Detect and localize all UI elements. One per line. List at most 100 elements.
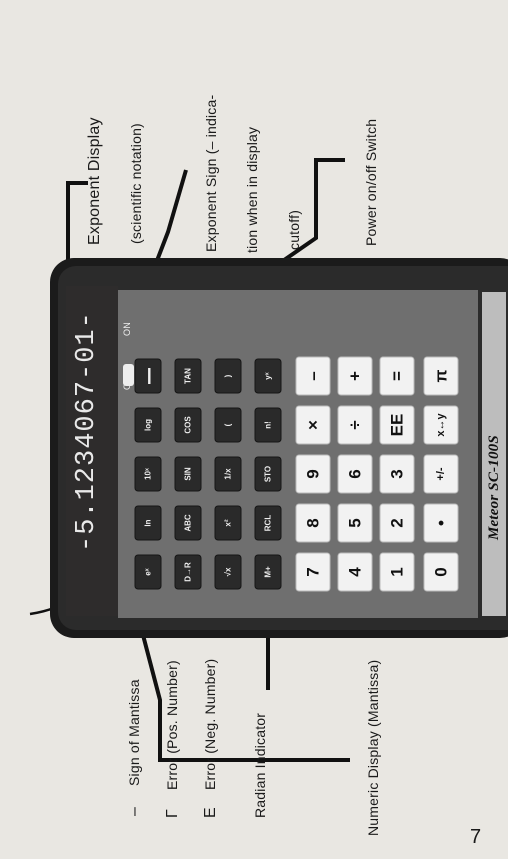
key-label: 3	[388, 469, 407, 478]
switch-on-label: ON	[122, 322, 132, 336]
key-r5-1[interactable]: 8	[295, 503, 331, 543]
key-r3-4[interactable]: )	[214, 358, 242, 394]
key-r7-3[interactable]: EE	[379, 405, 415, 445]
key-r7-0[interactable]: 1	[379, 552, 415, 592]
key-r4-2[interactable]: STO	[254, 456, 282, 492]
key-label: ×	[304, 420, 323, 430]
key-label: ÷	[346, 420, 365, 429]
key-r4-4[interactable]: yˣ	[254, 358, 282, 394]
key-r6-2[interactable]: 6	[337, 454, 373, 494]
key-r2-0[interactable]: D→R	[174, 554, 202, 590]
key-r7-4[interactable]: =	[379, 356, 415, 396]
key-label: 10ˣ	[144, 468, 153, 480]
key-r2-3[interactable]: COS	[174, 407, 202, 443]
key-label: x²	[224, 519, 233, 526]
key-r4-1[interactable]: RCL	[254, 505, 282, 541]
key-r1-4[interactable]: ▬▬	[134, 358, 162, 394]
key-label: COS	[184, 416, 193, 434]
key-r6-0[interactable]: 4	[337, 552, 373, 592]
key-label: log	[144, 419, 153, 431]
symbol-error-neg: E	[202, 807, 219, 818]
key-label: +/-	[435, 467, 447, 480]
key-label: 9	[304, 469, 323, 478]
key-label: x↔y	[435, 413, 447, 437]
key-label: –	[304, 371, 323, 380]
key-label: 5	[346, 518, 365, 527]
key-label: √x	[224, 567, 233, 576]
key-r1-0[interactable]: eˣ	[134, 554, 162, 590]
key-label: 7	[304, 567, 323, 576]
key-r2-2[interactable]: SIN	[174, 456, 202, 492]
display-readout: -5.1234067-01-	[72, 311, 102, 552]
key-r1-1[interactable]: ln	[134, 505, 162, 541]
label-numeric-display: Numeric Display (Mantissa)	[365, 659, 381, 836]
key-r6-3[interactable]: ÷	[337, 405, 373, 445]
key-label: STO	[264, 466, 273, 482]
key-label: 4	[346, 567, 365, 577]
key-label: D→R	[184, 562, 193, 582]
key-r3-3[interactable]: (	[214, 407, 242, 443]
key-label: 1	[388, 567, 407, 576]
key-r7-1[interactable]: 2	[379, 503, 415, 543]
key-r5-4[interactable]: –	[295, 356, 331, 396]
key-label: yˣ	[264, 372, 273, 379]
label-exponent-sign-1: Exponent Sign (– indica-	[203, 94, 219, 252]
key-r8-2[interactable]: +/-	[423, 454, 459, 494]
key-label: (	[224, 423, 233, 426]
key-label: ln	[144, 519, 153, 526]
key-r1-2[interactable]: 10ˣ	[134, 456, 162, 492]
key-label: RCL	[264, 515, 273, 532]
key-r4-0[interactable]: M+	[254, 554, 282, 590]
key-label: )	[224, 374, 233, 377]
label-power-switch: Power on/off Switch	[363, 118, 379, 246]
brand-label: Meteor SC-100S	[486, 435, 502, 540]
page-number: 7	[470, 826, 482, 848]
key-label: ABC	[184, 514, 193, 532]
key-label: 0	[432, 567, 451, 576]
key-r5-0[interactable]: 7	[295, 552, 331, 592]
label-exponent-sign-3: cutoff)	[286, 209, 302, 250]
key-r5-2[interactable]: 9	[295, 454, 331, 494]
power-switch[interactable]	[123, 364, 134, 386]
key-r3-1[interactable]: x²	[214, 505, 242, 541]
key-r8-3[interactable]: x↔y	[423, 405, 459, 445]
key-label: eˣ	[144, 568, 153, 575]
symbol-error-pos: Γ	[164, 808, 181, 818]
brand-strip	[482, 292, 506, 616]
key-r3-0[interactable]: √x	[214, 554, 242, 590]
key-r3-2[interactable]: 1/x	[214, 456, 242, 492]
key-label: SIN	[184, 467, 193, 481]
key-r4-3[interactable]: n!	[254, 407, 282, 443]
key-r1-3[interactable]: log	[134, 407, 162, 443]
label-exponent-display-note: (scientific notation)	[128, 123, 144, 244]
key-label: =	[388, 371, 407, 381]
key-r2-1[interactable]: ABC	[174, 505, 202, 541]
key-r8-0[interactable]: 0	[423, 552, 459, 592]
key-r7-2[interactable]: 3	[379, 454, 415, 494]
display-window	[66, 286, 118, 616]
label-radian-indicator: Radian Indicator	[252, 712, 268, 818]
key-r8-1[interactable]: •	[423, 503, 459, 543]
key-label: 8	[304, 518, 323, 527]
key-r2-4[interactable]: TAN	[174, 358, 202, 394]
label-error-neg: Error (Neg. Number)	[202, 658, 218, 790]
key-label: 2	[388, 518, 407, 527]
key-label: ▬▬	[144, 368, 153, 384]
key-r5-3[interactable]: ×	[295, 405, 331, 445]
key-label: M+	[264, 566, 273, 578]
symbol-minus: –	[126, 806, 143, 816]
label-exponent-sign-2: tion when in display	[244, 126, 260, 253]
key-label: EE	[388, 414, 407, 437]
label-sign-mantissa: Sign of Mantissa	[126, 679, 142, 786]
key-r6-4[interactable]: +	[337, 356, 373, 396]
label-error-pos: Error (Pos. Number)	[164, 660, 180, 790]
key-label: 6	[346, 469, 365, 478]
key-label: π	[432, 369, 451, 382]
key-label: n!	[264, 421, 273, 429]
key-label: •	[432, 520, 451, 526]
key-r6-1[interactable]: 5	[337, 503, 373, 543]
key-r8-4[interactable]: π	[423, 356, 459, 396]
key-label: TAN	[184, 368, 193, 384]
